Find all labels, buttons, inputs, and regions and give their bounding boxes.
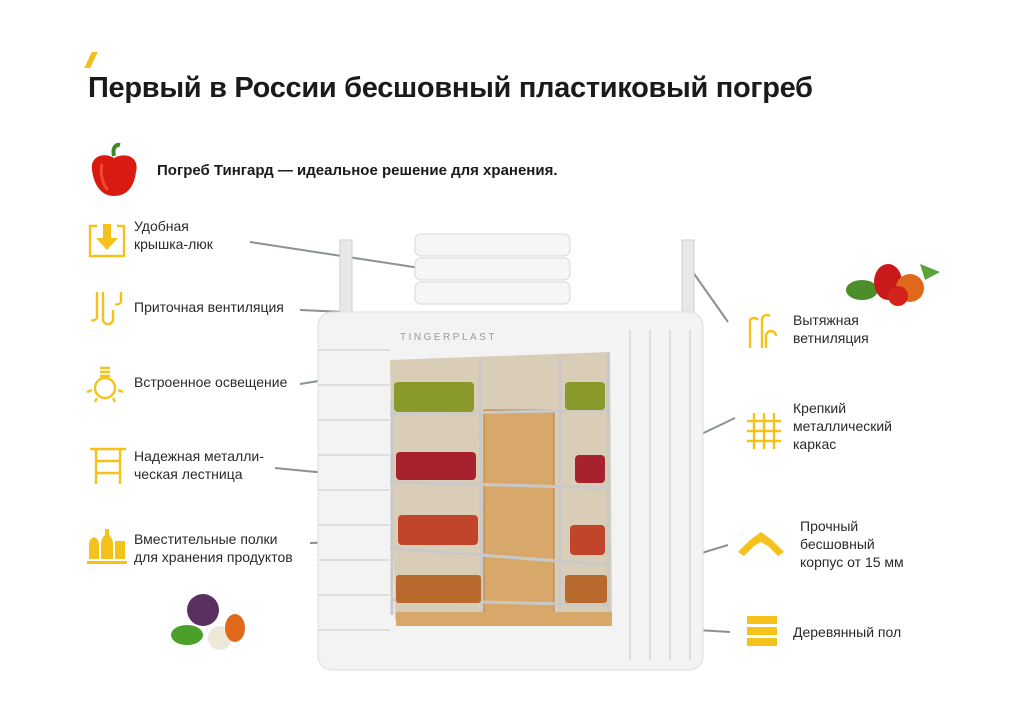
light-bulb-icon xyxy=(86,366,124,403)
subtitle: Погреб Тингард — идеальное решение для х… xyxy=(157,162,558,179)
metal-grid-icon xyxy=(747,413,781,449)
wooden-floor-icon xyxy=(747,616,777,646)
vegetables-image-left xyxy=(171,594,245,650)
seamless-body-icon xyxy=(738,532,784,556)
bottles-shelf-icon xyxy=(87,529,127,564)
vegetables-image-right xyxy=(846,264,940,306)
feature-ladder: Надежная металли- ческая лестница xyxy=(134,448,264,482)
hatch-down-arrow-icon xyxy=(88,224,126,258)
cellar-brand-logo: TINGERPLAST xyxy=(400,332,497,343)
feature-shelves: Вместительные полки для хранения продукт… xyxy=(134,531,293,565)
feature-lighting: Встроенное освещение xyxy=(134,374,288,390)
page-title: Первый в России бесшовный пластиковый по… xyxy=(88,72,813,104)
ladder-icon xyxy=(90,447,126,484)
feature-supply-ventilation: Приточная вентиляция xyxy=(134,299,284,315)
feature-seamless-body: Прочный бесшовный корпус от 15 мм xyxy=(800,518,904,570)
feature-wooden-floor: Деревянный пол xyxy=(793,624,902,640)
exhaust-ventilation-icon xyxy=(748,313,778,348)
feature-metal-frame: Крепкий металлический каркас xyxy=(793,400,892,452)
feature-exhaust-ventilation: Вытяжная ветниляция xyxy=(793,312,869,346)
supply-ventilation-icon xyxy=(90,292,123,326)
feature-hatch: Удобная крышка-люк xyxy=(134,218,213,252)
red-pepper-image xyxy=(91,142,137,196)
